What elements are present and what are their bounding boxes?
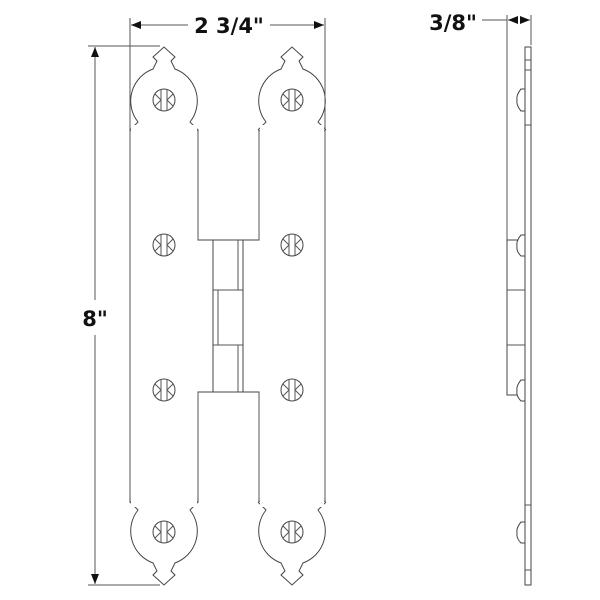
screw-head-side-icon (516, 521, 526, 544)
screw-icon (152, 88, 176, 112)
screw-icon (280, 520, 304, 544)
screw-head-side-icon (516, 379, 526, 402)
side-view (506, 15, 532, 586)
side-knuckle (506, 239, 526, 396)
front-view (129, 46, 327, 586)
screw-icon (152, 378, 176, 402)
thickness-dimension: 3/8" (429, 11, 530, 35)
width-label: 2 3/4" (194, 14, 264, 38)
screw-icon (280, 88, 304, 112)
screw-head-side-icon (516, 88, 526, 112)
height-dimension: 8" (82, 45, 160, 586)
thickness-label: 3/8" (429, 11, 477, 35)
screw-icon (152, 233, 176, 257)
screw-icon (280, 233, 304, 257)
knuckle (212, 239, 244, 393)
screw-icon (152, 520, 176, 544)
screw-icon (280, 378, 304, 402)
width-dimension: 2 3/4" (129, 14, 326, 130)
height-label: 8" (82, 307, 108, 331)
screw-head-side-icon (516, 234, 526, 257)
